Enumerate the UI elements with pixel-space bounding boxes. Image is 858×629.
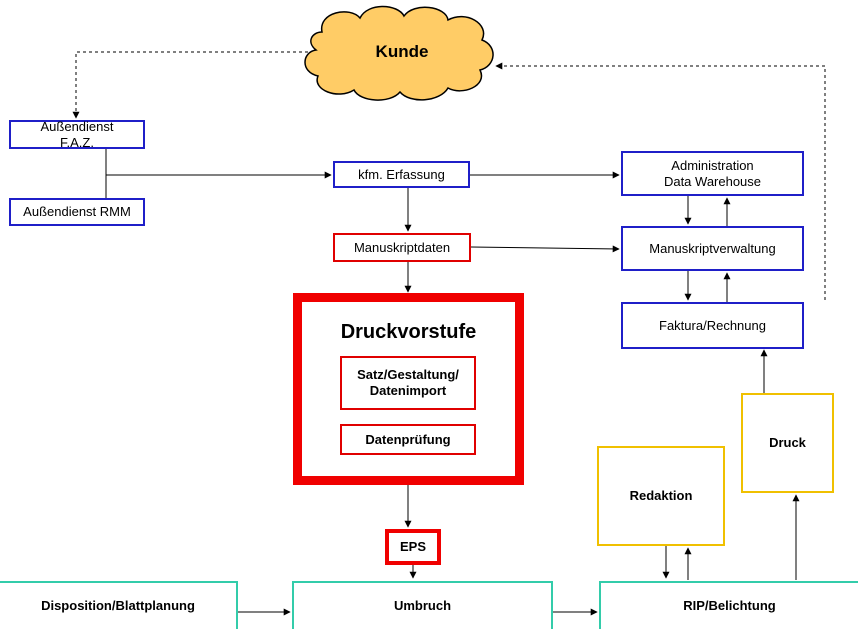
aussendienst-rmm-label: Außendienst RMM xyxy=(23,204,131,219)
druck-box: Druck xyxy=(741,393,834,493)
kunde-cloud xyxy=(304,5,494,101)
eps-label: EPS xyxy=(399,539,426,554)
satz-box: Satz/Gestaltung/ Datenimport xyxy=(340,356,476,410)
druckvorstufe-title: Druckvorstufe xyxy=(340,321,477,343)
datenpruefung-box: Datenprüfung xyxy=(340,424,476,455)
arrow-manuskriptdaten-to-verwaltung xyxy=(470,245,620,253)
rip-box: RIP/Belichtung xyxy=(599,581,858,629)
druckvorstufe-box: Druckvorstufe Satz/Gestaltung/ Datenimpo… xyxy=(293,293,524,485)
kunde-label: Kunde xyxy=(375,42,429,61)
dashed-faktura-to-cloud xyxy=(495,62,826,300)
datenpruefung-label: Datenprüfung xyxy=(365,431,451,447)
umbruch-label: Umbruch xyxy=(393,598,452,613)
manuskriptdaten-label: Manuskriptdaten xyxy=(353,239,451,255)
faktura-label: Faktura/Rechnung xyxy=(659,317,766,333)
manuskriptdaten-box: Manuskriptdaten xyxy=(333,233,471,262)
umbruch-box: Umbruch xyxy=(292,581,553,629)
manuskriptverwaltung-label: Manuskriptverwaltung xyxy=(649,240,776,256)
dashed-cloud-to-aussendienst xyxy=(72,51,308,119)
disposition-box: Disposition/Blattplanung xyxy=(0,581,238,629)
administration-label: Administration Data Warehouse xyxy=(663,157,762,189)
kfm-erfassung-label: kfm. Erfassung xyxy=(358,166,445,182)
rip-label: RIP/Belichtung xyxy=(683,598,776,613)
administration-box: Administration Data Warehouse xyxy=(621,151,804,196)
aussendienst-faz-box: Außendienst F.A.Z. xyxy=(9,119,145,150)
kfm-erfassung-box: kfm. Erfassung xyxy=(333,161,470,188)
aussendienst-faz-label: Außendienst F.A.Z. xyxy=(40,119,114,150)
eps-box: EPS xyxy=(385,529,441,565)
aussendienst-rmm-box: Außendienst RMM xyxy=(9,198,145,226)
disposition-label: Disposition/Blattplanung xyxy=(41,598,195,613)
redaktion-label: Redaktion xyxy=(629,488,693,503)
druck-label: Druck xyxy=(769,435,806,450)
redaktion-box: Redaktion xyxy=(597,446,725,546)
manuskriptverwaltung-box: Manuskriptverwaltung xyxy=(621,226,804,271)
satz-label: Satz/Gestaltung/ Datenimport xyxy=(357,367,459,398)
faktura-box: Faktura/Rechnung xyxy=(621,302,804,349)
